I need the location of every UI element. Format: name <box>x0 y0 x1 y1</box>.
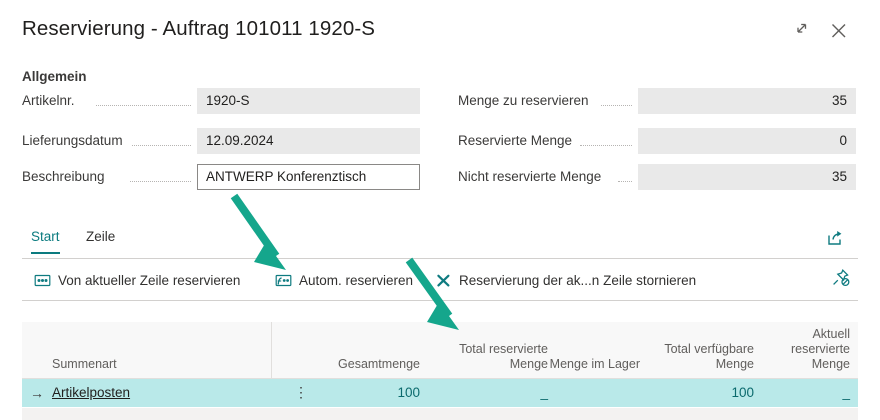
field-reservierte-menge: Reservierte Menge 0 <box>458 128 856 154</box>
cancel-reservation-button[interactable]: Reservierung der ak...n Zeile stornieren <box>435 268 696 292</box>
cell-gesamtmenge[interactable]: 100 <box>397 385 420 400</box>
row-menu-kebab-icon[interactable]: ⋮ <box>294 384 308 400</box>
close-icon[interactable] <box>824 16 854 46</box>
table-row[interactable]: → Artikelposten ⋮ 100 _ 100 _ <box>22 379 858 407</box>
cell-aktuell-reservierte-menge[interactable]: _ <box>842 385 850 400</box>
leader-dots <box>580 145 632 146</box>
cell-total-reservierte-menge[interactable]: _ <box>540 385 548 400</box>
field-beschreibung: Beschreibung ANTWERP Konferenztisch <box>22 164 420 190</box>
page-title: Reservierung - Auftrag 101011 1920-S <box>22 17 376 40</box>
leader-dots <box>96 105 191 106</box>
reserve-from-current-line-icon <box>34 274 51 286</box>
divider-tabs <box>22 258 858 259</box>
cancel-reservation-label: Reservierung der ak...n Zeile stornieren <box>459 272 697 288</box>
tab-start[interactable]: Start <box>31 228 60 254</box>
field-value-lieferungsdatum[interactable]: 12.09.2024 <box>197 128 420 154</box>
field-label-menge-zu-reservieren: Menge zu reservieren <box>458 93 589 108</box>
field-menge-zu-reservieren: Menge zu reservieren 35 <box>458 88 856 114</box>
leader-dots <box>618 181 632 182</box>
reserve-from-current-line-label: Von aktueller Zeile reservieren <box>58 272 241 288</box>
table-empty-row <box>22 408 858 420</box>
field-label-beschreibung: Beschreibung <box>22 169 105 184</box>
action-toolbar: Von aktueller Zeile reservieren Autom. r… <box>22 262 858 298</box>
field-label-artikelnr: Artikelnr. <box>22 93 75 108</box>
column-header-aktuell-reservierte-menge[interactable]: Aktuell reservierte Menge <box>790 327 850 371</box>
field-label-lieferungsdatum: Lieferungsdatum <box>22 133 123 148</box>
column-header-menge-im-lager[interactable]: Menge im Lager <box>549 357 640 371</box>
column-header-gesamtmenge[interactable]: Gesamtmenge <box>338 357 420 371</box>
leader-dots <box>601 105 632 106</box>
section-title-allgemein: Allgemein <box>22 69 87 84</box>
field-value-menge-zu-reservieren[interactable]: 35 <box>638 88 856 114</box>
share-export-icon[interactable] <box>822 225 848 251</box>
column-header-total-reservierte-menge[interactable]: Total reservierte Menge <box>459 342 548 371</box>
field-lieferungsdatum: Lieferungsdatum 12.09.2024 <box>22 128 420 154</box>
tab-bar: Start Zeile <box>22 228 858 256</box>
leader-dots <box>132 145 191 146</box>
column-header-summenart[interactable]: Summenart <box>52 357 117 371</box>
cancel-x-icon <box>437 274 450 286</box>
row-indicator-arrow: → <box>30 385 44 401</box>
title-bar: Reservierung - Auftrag 101011 1920-S <box>0 0 880 58</box>
field-value-beschreibung[interactable]: ANTWERP Konferenztisch <box>197 164 420 190</box>
reservation-entries-table: Summenart Gesamtmenge Total reservierte … <box>22 322 858 420</box>
divider-toolbar <box>22 300 858 301</box>
auto-reserve-button[interactable]: Autom. reservieren <box>275 268 413 292</box>
cell-total-verfuegbare-menge[interactable]: 100 <box>731 385 754 400</box>
leader-dots <box>130 181 191 182</box>
field-value-artikelnr[interactable]: 1920-S <box>197 88 420 114</box>
tab-zeile[interactable]: Zeile <box>86 229 116 244</box>
auto-reserve-icon <box>275 274 292 286</box>
column-header-total-verfuegbare-menge[interactable]: Total verfügbare Menge <box>664 342 754 371</box>
cell-menge-im-lager[interactable] <box>548 379 640 407</box>
unpin-icon[interactable] <box>828 266 852 290</box>
reserve-from-current-line-button[interactable]: Von aktueller Zeile reservieren <box>34 268 240 292</box>
field-label-nicht-reservierte-menge: Nicht reservierte Menge <box>458 169 602 184</box>
field-label-reservierte-menge: Reservierte Menge <box>458 133 573 148</box>
auto-reserve-label: Autom. reservieren <box>299 272 414 288</box>
expand-diagonal-icon[interactable] <box>787 16 817 46</box>
field-nicht-reservierte-menge: Nicht reservierte Menge 35 <box>458 164 856 190</box>
column-separator <box>271 322 272 378</box>
cell-summenart[interactable]: Artikelposten <box>52 379 272 407</box>
row-link-artikelposten[interactable]: Artikelposten <box>52 385 131 400</box>
field-value-reservierte-menge[interactable]: 0 <box>638 128 856 154</box>
field-artikelnr: Artikelnr. 1920-S <box>22 88 420 114</box>
table-header-row: Summenart Gesamtmenge Total reservierte … <box>22 322 858 379</box>
field-value-nicht-reservierte-menge[interactable]: 35 <box>638 164 856 190</box>
